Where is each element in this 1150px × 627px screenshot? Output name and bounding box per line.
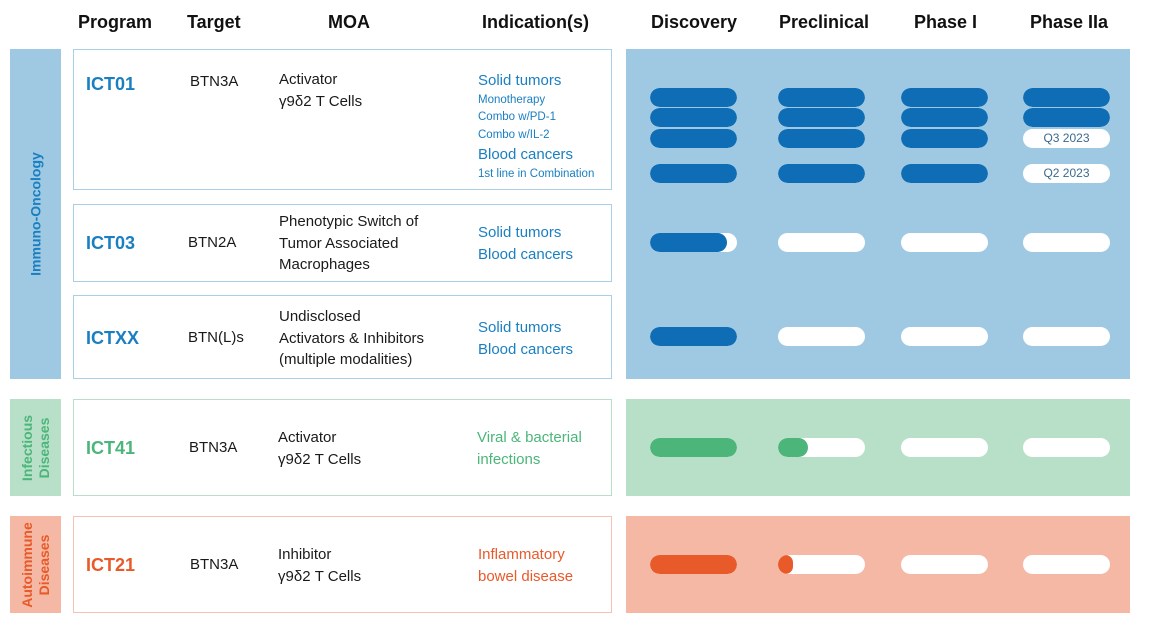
stage-bar — [778, 555, 865, 574]
header-moa: MOA — [328, 12, 370, 32]
stage-bar-fill — [778, 129, 865, 148]
program-indications: Solid tumors Monotherapy Combo w/PD-1 Co… — [478, 72, 595, 180]
program-indications: Solid tumors Blood cancers — [478, 224, 574, 263]
stage-bar — [901, 233, 988, 252]
stage-bar — [901, 438, 988, 457]
stage-bar — [901, 327, 988, 346]
section-label-autoimmune: Autoimmune Diseases — [18, 521, 52, 608]
stage-bar — [778, 233, 865, 252]
stage-bar-fill — [778, 555, 793, 574]
stage-bar — [1023, 108, 1110, 127]
program-card-ict01: ICT01 BTN3A Activator γ9δ2 T Cells Solid… — [73, 49, 612, 190]
milestone-pill: Q3 2023 — [1023, 129, 1110, 148]
stage-bar-fill — [901, 88, 988, 107]
stage-bar — [778, 164, 865, 183]
stage-bar — [901, 88, 988, 107]
header-preclinical: Preclinical — [779, 12, 870, 32]
program-moa: Inhibitor γ9δ2 T Cells — [278, 546, 362, 585]
section-infectious-diseases: Infectious Diseases — [10, 399, 61, 496]
stage-bar — [650, 164, 737, 183]
stage-bar — [778, 438, 865, 457]
stage-bar — [1023, 555, 1110, 574]
program-name: ICT01 — [86, 74, 136, 94]
program-target: BTN(L)s — [188, 329, 244, 346]
stage-bar — [901, 129, 988, 148]
stage-bar-fill — [778, 88, 865, 107]
stage-bar — [901, 555, 988, 574]
program-moa: Activator γ9δ2 T Cells — [278, 429, 362, 468]
stage-bar — [778, 327, 865, 346]
program-target: BTN3A — [190, 73, 239, 90]
program-target: BTN3A — [190, 556, 239, 573]
stage-bar — [1023, 88, 1110, 107]
program-moa: Activator γ9δ2 T Cells — [279, 71, 363, 110]
program-card-ictxx: ICTXX BTN(L)s Undisclosed Activators & I… — [73, 295, 612, 379]
section-label-immuno: Immuno-Oncology — [27, 152, 43, 276]
program-name: ICT21 — [86, 555, 136, 575]
section-autoimmune-diseases: Autoimmune Diseases — [10, 516, 61, 613]
program-indications: Viral & bacterial infections — [477, 429, 582, 468]
stage-bar-fill — [650, 108, 737, 127]
program-moa: Phenotypic Switch of Tumor Associated Ma… — [279, 213, 419, 273]
milestone-pill: Q2 2023 — [1023, 164, 1110, 183]
section-label-infectious: Infectious Diseases — [18, 414, 52, 481]
program-card-ict03: ICT03 BTN2A Phenotypic Switch of Tumor A… — [73, 204, 612, 282]
header-phase-2a: Phase IIa — [1030, 12, 1109, 32]
program-card-ict41: ICT41 BTN3A Activator γ9δ2 T Cells Viral… — [73, 399, 612, 496]
stage-bar-fill — [901, 164, 988, 183]
section-immuno-oncology: Immuno-Oncology — [10, 49, 61, 379]
stage-bar — [778, 129, 865, 148]
stage-bar-fill — [650, 129, 737, 148]
program-name: ICTXX — [86, 328, 140, 348]
stage-bar — [650, 438, 737, 457]
stage-bar — [1023, 233, 1110, 252]
stage-bar-fill — [650, 164, 737, 183]
program-name: ICT03 — [86, 233, 136, 253]
stage-bar — [778, 108, 865, 127]
stage-bar-fill — [778, 164, 865, 183]
stage-bar-fill — [778, 438, 809, 457]
stage-bar-fill — [778, 108, 865, 127]
stage-bar — [650, 233, 737, 252]
header-program: Program — [78, 12, 153, 32]
program-indications: Solid tumors Blood cancers — [478, 319, 574, 358]
stage-bar — [650, 555, 737, 574]
stage-bar-fill — [1023, 108, 1110, 127]
stage-bar — [650, 108, 737, 127]
stage-bar-fill — [1023, 88, 1110, 107]
stage-bar-fill — [901, 108, 988, 127]
stage-bar — [650, 327, 737, 346]
program-name: ICT41 — [86, 438, 136, 458]
header-phase-1: Phase I — [914, 12, 978, 32]
stage-bar — [901, 164, 988, 183]
program-card-ict21: ICT21 BTN3A Inhibitor γ9δ2 T Cells Infla… — [73, 516, 612, 613]
stage-bar — [650, 88, 737, 107]
header-indications: Indication(s) — [482, 12, 589, 32]
stage-bar — [778, 88, 865, 107]
stage-bar — [1023, 438, 1110, 457]
header-discovery: Discovery — [651, 12, 738, 32]
stage-bar — [901, 108, 988, 127]
program-target: BTN2A — [188, 234, 237, 251]
stage-bar-fill — [901, 129, 988, 148]
stage-bar-fill — [650, 438, 737, 457]
stage-bar — [650, 129, 737, 148]
stage-bar-fill — [650, 327, 737, 346]
program-target: BTN3A — [189, 439, 238, 456]
program-moa: Undisclosed Activators & Inhibitors (mul… — [279, 308, 425, 368]
stage-bar-fill — [650, 88, 737, 107]
stage-bar — [1023, 327, 1110, 346]
stage-bar-fill — [650, 555, 737, 574]
program-indications: Inflammatory bowel disease — [478, 546, 574, 585]
header-target: Target — [187, 12, 241, 32]
stage-bar-fill — [650, 233, 727, 252]
